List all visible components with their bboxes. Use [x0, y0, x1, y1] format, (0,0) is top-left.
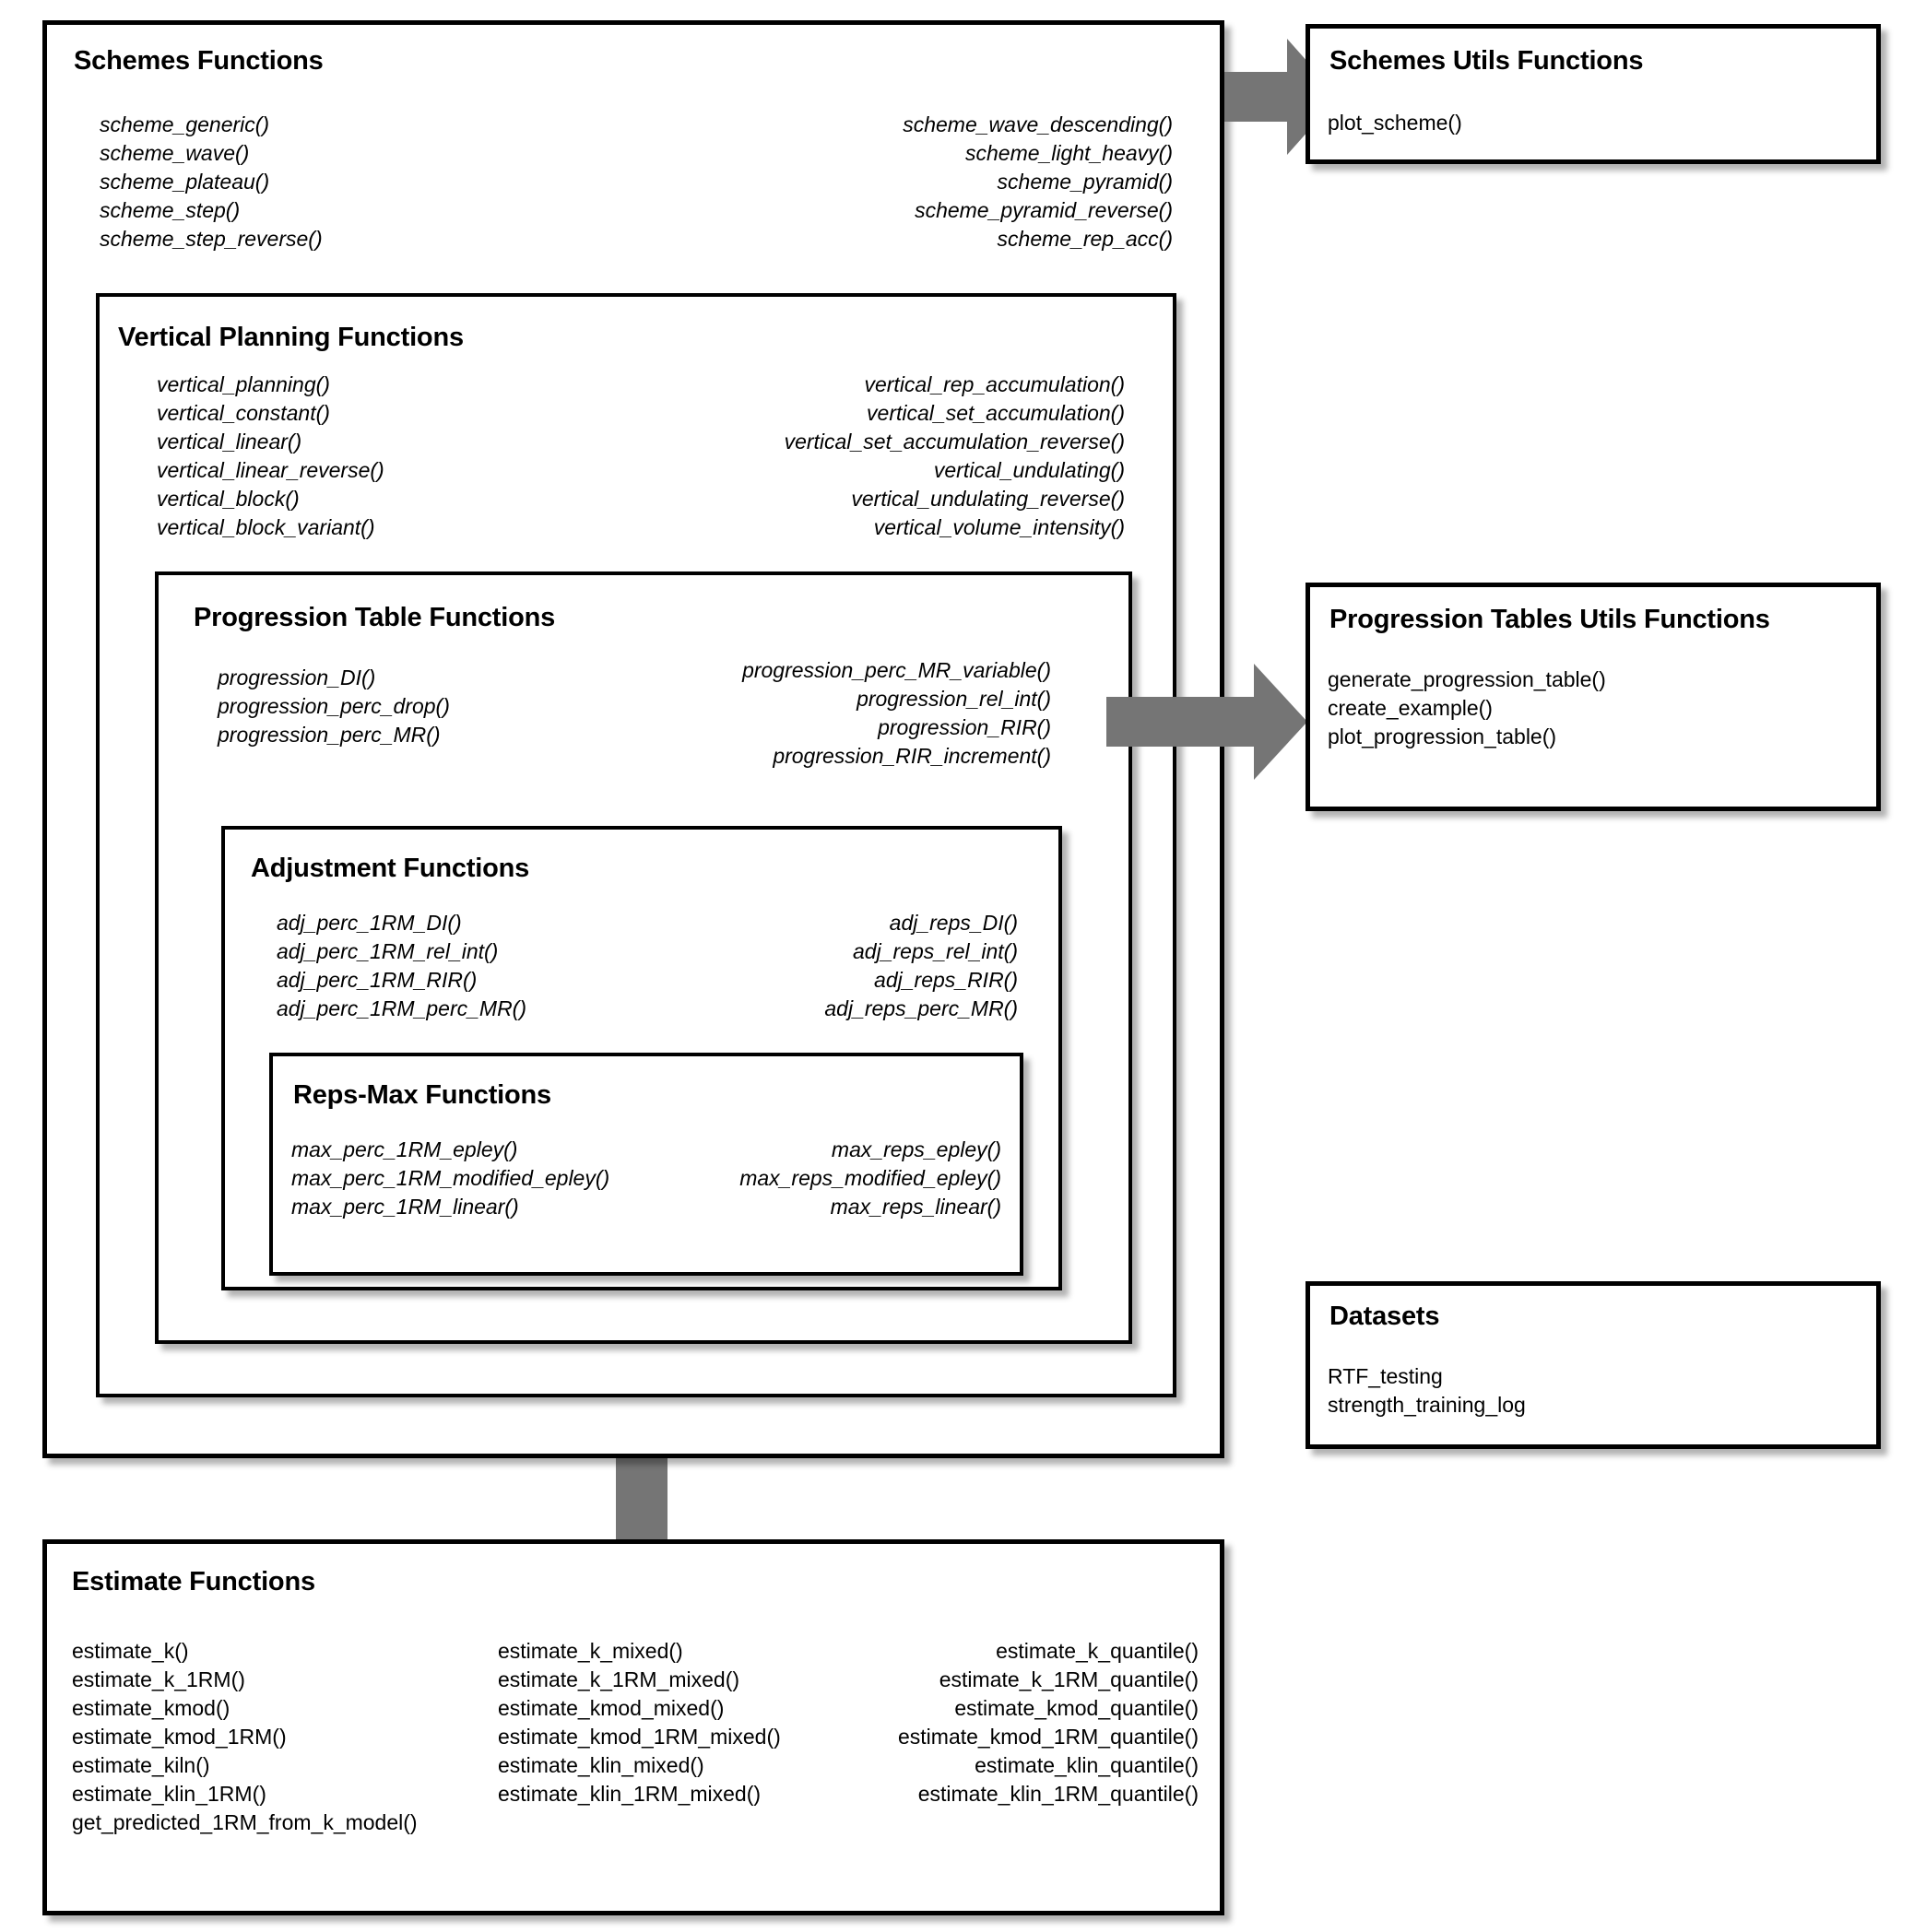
function-label: estimate_k_1RM() — [72, 1667, 245, 1691]
function-label: plot_scheme() — [1328, 111, 1462, 135]
function-label: get_predicted_1RM_from_k_model() — [72, 1810, 418, 1834]
function-label: estimate_k_1RM_mixed() — [498, 1667, 740, 1691]
function-label: vertical_block_variant() — [157, 515, 375, 539]
dataset-label: RTF_testing — [1328, 1364, 1443, 1388]
function-label: generate_progression_table() — [1328, 667, 1606, 691]
function-label: adj_perc_1RM_RIR() — [277, 968, 478, 992]
function-label: vertical_undulating_reverse() — [851, 487, 1125, 511]
estimate-middle-column: estimate_k_mixed() estimate_k_1RM_mixed(… — [498, 1637, 781, 1808]
function-label: progression_RIR_increment() — [773, 744, 1051, 768]
progression-table-left-column: progression_DI() progression_perc_drop()… — [218, 664, 450, 749]
function-label: adj_perc_1RM_rel_int() — [277, 939, 499, 963]
function-label: adj_perc_1RM_perc_MR() — [277, 996, 526, 1020]
function-label: estimate_kmod_1RM() — [72, 1725, 287, 1749]
adjustment-functions-title: Adjustment Functions — [251, 854, 530, 883]
function-label: scheme_wave_descending() — [903, 112, 1173, 136]
datasets-list: RTF_testing strength_training_log — [1328, 1362, 1526, 1420]
progression-table-title: Progression Table Functions — [194, 603, 556, 632]
function-label: plot_progression_table() — [1328, 724, 1557, 748]
function-label: vertical_undulating() — [933, 458, 1125, 482]
adjustment-left-column: adj_perc_1RM_DI() adj_perc_1RM_rel_int()… — [277, 909, 526, 1023]
function-label: adj_reps_DI() — [889, 911, 1018, 935]
function-label: vertical_linear() — [157, 430, 302, 454]
function-label: estimate_k_quantile() — [996, 1639, 1199, 1663]
vertical-planning-title: Vertical Planning Functions — [118, 323, 464, 352]
function-label: max_perc_1RM_modified_epley() — [291, 1166, 610, 1190]
progression-tables-utils-box — [1306, 583, 1881, 811]
function-label: estimate_kmod() — [72, 1696, 230, 1720]
function-label: estimate_klin_quantile() — [975, 1753, 1199, 1777]
function-label: scheme_step() — [100, 198, 241, 222]
function-label: estimate_k_1RM_quantile() — [939, 1667, 1199, 1691]
estimate-functions-box — [42, 1539, 1224, 1915]
schemes-left-column: scheme_generic() scheme_wave() scheme_pl… — [100, 111, 323, 253]
datasets-box — [1306, 1281, 1881, 1449]
function-label: scheme_generic() — [100, 112, 270, 136]
progression-table-right-column: progression_perc_MR_variable() progressi… — [535, 656, 1051, 771]
function-label: scheme_light_heavy() — [964, 141, 1173, 165]
function-label: max_reps_modified_epley() — [739, 1166, 1001, 1190]
function-label: max_reps_epley() — [831, 1137, 1001, 1161]
function-label: scheme_wave() — [100, 141, 250, 165]
schemes-utils-list: plot_scheme() — [1328, 109, 1462, 137]
function-label: adj_perc_1RM_DI() — [277, 911, 462, 935]
function-label: scheme_rep_acc() — [997, 227, 1173, 251]
function-label: estimate_k_mixed() — [498, 1639, 683, 1663]
schemes-utils-title: Schemes Utils Functions — [1329, 46, 1644, 76]
function-label: progression_rel_int() — [857, 687, 1051, 711]
function-label: estimate_klin_1RM() — [72, 1782, 266, 1806]
function-label: create_example() — [1328, 696, 1493, 720]
estimate-right-column: estimate_k_quantile() estimate_k_1RM_qua… — [811, 1637, 1199, 1808]
function-label: progression_perc_drop() — [218, 694, 450, 718]
reps-max-functions-box — [269, 1053, 1023, 1276]
function-label: vertical_rep_accumulation() — [864, 372, 1125, 396]
datasets-title: Datasets — [1329, 1302, 1440, 1331]
function-label: progression_RIR() — [878, 715, 1051, 739]
function-label: scheme_pyramid_reverse() — [915, 198, 1173, 222]
function-label: scheme_step_reverse() — [100, 227, 323, 251]
function-label: estimate_klin_1RM_quantile() — [917, 1782, 1199, 1806]
function-label: estimate_kmod_1RM_quantile() — [898, 1725, 1199, 1749]
function-label: vertical_constant() — [157, 401, 330, 425]
reps-max-left-column: max_perc_1RM_epley() max_perc_1RM_modifi… — [291, 1136, 609, 1221]
function-label: estimate_k() — [72, 1639, 189, 1663]
function-label: vertical_planning() — [157, 372, 330, 396]
function-label: vertical_set_accumulation_reverse() — [784, 430, 1125, 454]
function-label: progression_DI() — [218, 666, 376, 689]
estimate-left-column: estimate_k() estimate_k_1RM() estimate_k… — [72, 1637, 418, 1837]
function-label: max_reps_linear() — [830, 1195, 1001, 1219]
function-label: vertical_linear_reverse() — [157, 458, 384, 482]
dataset-label: strength_training_log — [1328, 1393, 1526, 1417]
function-label: scheme_plateau() — [100, 170, 270, 194]
reps-max-functions-title: Reps-Max Functions — [293, 1080, 551, 1110]
schemes-utils-box — [1306, 24, 1881, 164]
reps-max-right-column: max_reps_epley() max_reps_modified_epley… — [627, 1136, 1001, 1221]
schemes-functions-title: Schemes Functions — [74, 46, 324, 76]
estimate-functions-title: Estimate Functions — [72, 1567, 315, 1596]
function-label: progression_perc_MR_variable() — [742, 658, 1051, 682]
function-label: estimate_klin_mixed() — [498, 1753, 704, 1777]
function-label: vertical_block() — [157, 487, 300, 511]
function-label: max_perc_1RM_linear() — [291, 1195, 519, 1219]
function-label: estimate_kmod_1RM_mixed() — [498, 1725, 781, 1749]
progression-tables-utils-list: generate_progression_table() create_exam… — [1328, 666, 1606, 751]
function-label: estimate_kiln() — [72, 1753, 210, 1777]
function-label: adj_reps_rel_int() — [853, 939, 1018, 963]
vertical-planning-right-column: vertical_rep_accumulation() vertical_set… — [572, 371, 1125, 542]
progression-tables-utils-title: Progression Tables Utils Functions — [1329, 605, 1770, 634]
adjustment-right-column: adj_reps_DI() adj_reps_rel_int() adj_rep… — [645, 909, 1018, 1023]
function-label: vertical_volume_intensity() — [873, 515, 1125, 539]
vertical-planning-left-column: vertical_planning() vertical_constant() … — [157, 371, 384, 542]
function-label: estimate_klin_1RM_mixed() — [498, 1782, 762, 1806]
function-label: estimate_kmod_quantile() — [954, 1696, 1199, 1720]
schemes-right-column: scheme_wave_descending() scheme_light_he… — [608, 111, 1173, 253]
function-label: vertical_set_accumulation() — [867, 401, 1125, 425]
function-label: scheme_pyramid() — [997, 170, 1173, 194]
function-label: adj_reps_perc_MR() — [824, 996, 1018, 1020]
function-label: max_perc_1RM_epley() — [291, 1137, 518, 1161]
progression-to-utils-arrow — [1106, 662, 1307, 782]
function-label: progression_perc_MR() — [218, 723, 441, 747]
function-label: estimate_kmod_mixed() — [498, 1696, 725, 1720]
function-label: adj_reps_RIR() — [874, 968, 1018, 992]
